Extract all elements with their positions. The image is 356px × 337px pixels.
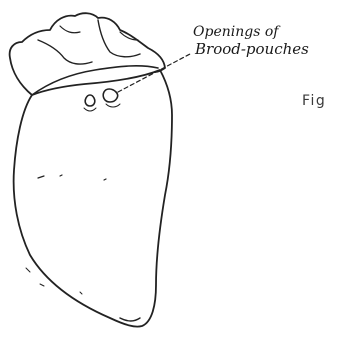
brood-pouch-opening-right <box>103 89 117 102</box>
label-brood-pouches: Brood-pouches <box>195 42 309 57</box>
base-lip <box>120 318 140 321</box>
crown-outline <box>10 13 165 95</box>
surface-mark <box>104 179 106 180</box>
surface-mark <box>60 175 62 176</box>
surface-mark <box>80 292 82 294</box>
brood-pouch-opening-left <box>85 95 95 106</box>
crown-inner-fold-3 <box>60 26 80 33</box>
brood-pouch-shadow <box>84 104 120 111</box>
label-openings-of: Openings of <box>193 25 278 39</box>
figure-caption: Fig <box>302 93 326 109</box>
body-outline <box>14 70 172 327</box>
surface-mark <box>38 176 44 178</box>
crown-inner-fold <box>38 40 92 64</box>
